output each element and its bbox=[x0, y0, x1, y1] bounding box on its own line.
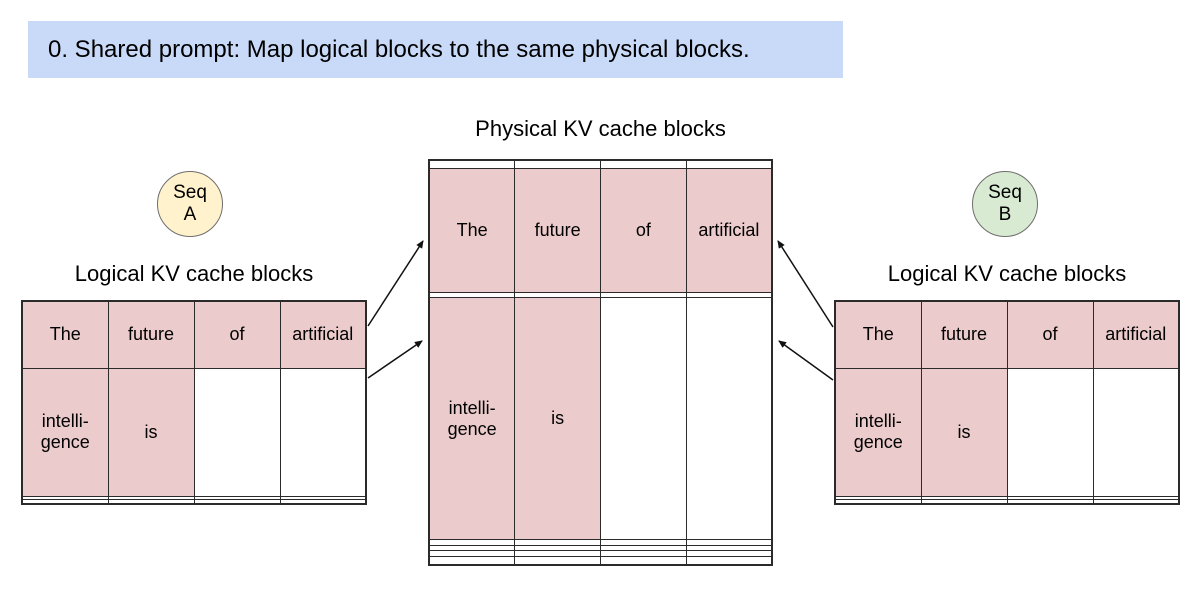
kv-block-cell-filled: artificial bbox=[685, 167, 773, 293]
kv-block-cell-filled: The bbox=[834, 300, 922, 369]
kv-block-cell-empty bbox=[685, 556, 773, 566]
kv-block-cell-empty bbox=[920, 499, 1008, 505]
kv-block-cell-empty bbox=[21, 499, 109, 505]
table-row bbox=[21, 499, 367, 505]
kv-block-cell-filled: The bbox=[428, 167, 516, 293]
kv-block-cell-filled: is bbox=[920, 367, 1008, 498]
kv-block-cell-empty bbox=[600, 159, 687, 169]
title-banner: 0. Shared prompt: Map logical blocks to … bbox=[28, 21, 843, 78]
kv-block-cell-empty bbox=[1092, 367, 1180, 498]
kv-block-cell-filled: intelli- gence bbox=[834, 367, 922, 498]
kv-block-cell-empty bbox=[279, 499, 367, 505]
seq-b-badge: Seq B bbox=[972, 171, 1038, 237]
table-row bbox=[834, 499, 1180, 505]
arrow-seq-a-block1-to-physical-icon bbox=[367, 340, 423, 379]
kv-block-cell-filled: The bbox=[21, 300, 109, 369]
kv-block-cell-filled: of bbox=[1006, 300, 1094, 369]
seq-a-badge: Seq A bbox=[157, 171, 223, 237]
kv-block-cell-filled: future bbox=[514, 167, 601, 293]
kv-block-cell-empty bbox=[1006, 367, 1094, 498]
table-row bbox=[21, 496, 367, 500]
arrow-seq-b-block0-to-physical-icon bbox=[777, 240, 834, 328]
kv-block-cell-empty bbox=[428, 159, 516, 169]
kv-block-cell-filled: of bbox=[193, 300, 281, 369]
right-logical-table-title: Logical KV cache blocks bbox=[887, 261, 1127, 286]
physical-table-title: Physical KV cache blocks bbox=[475, 116, 726, 141]
kv-block-cell-empty bbox=[514, 159, 601, 169]
kv-block-cell-filled: future bbox=[107, 300, 195, 369]
kv-block-cell-empty bbox=[685, 159, 773, 169]
kv-block-cell-filled: intelli- gence bbox=[428, 297, 516, 541]
kv-block-cell-empty bbox=[1092, 496, 1180, 500]
kv-block-cell-empty bbox=[600, 556, 687, 566]
arrow-seq-a-block0-to-physical-icon bbox=[367, 240, 424, 327]
kv-block-cell-empty bbox=[279, 496, 367, 500]
kv-block-cell-empty bbox=[107, 499, 195, 505]
kv-block-cell-empty bbox=[514, 556, 601, 566]
arrow-seq-b-block1-to-physical-icon bbox=[778, 340, 834, 381]
kv-block-cell-empty bbox=[600, 297, 687, 541]
kv-block-cell-filled: artificial bbox=[1092, 300, 1180, 369]
kv-block-cell-filled: intelli- gence bbox=[21, 367, 109, 498]
table-row bbox=[834, 496, 1180, 500]
kv-block-cell-empty bbox=[193, 367, 281, 498]
kv-block-cell-empty bbox=[279, 367, 367, 498]
kv-block-cell-filled: is bbox=[107, 367, 195, 498]
table-row bbox=[428, 159, 773, 169]
table-row bbox=[428, 556, 773, 566]
kv-block-cell-empty bbox=[428, 556, 516, 566]
kv-block-cell-filled: future bbox=[920, 300, 1008, 369]
kv-block-cell-filled: is bbox=[514, 297, 601, 541]
kv-block-cell-filled: artificial bbox=[279, 300, 367, 369]
kv-block-cell-empty bbox=[193, 499, 281, 505]
kv-block-cell-empty bbox=[1006, 499, 1094, 505]
kv-block-cell-empty bbox=[1092, 499, 1180, 505]
left-logical-table-title: Logical KV cache blocks bbox=[74, 261, 314, 286]
kv-block-cell-empty bbox=[685, 297, 773, 541]
kv-block-cell-filled: of bbox=[600, 167, 687, 293]
kv-block-cell-empty bbox=[834, 499, 922, 505]
